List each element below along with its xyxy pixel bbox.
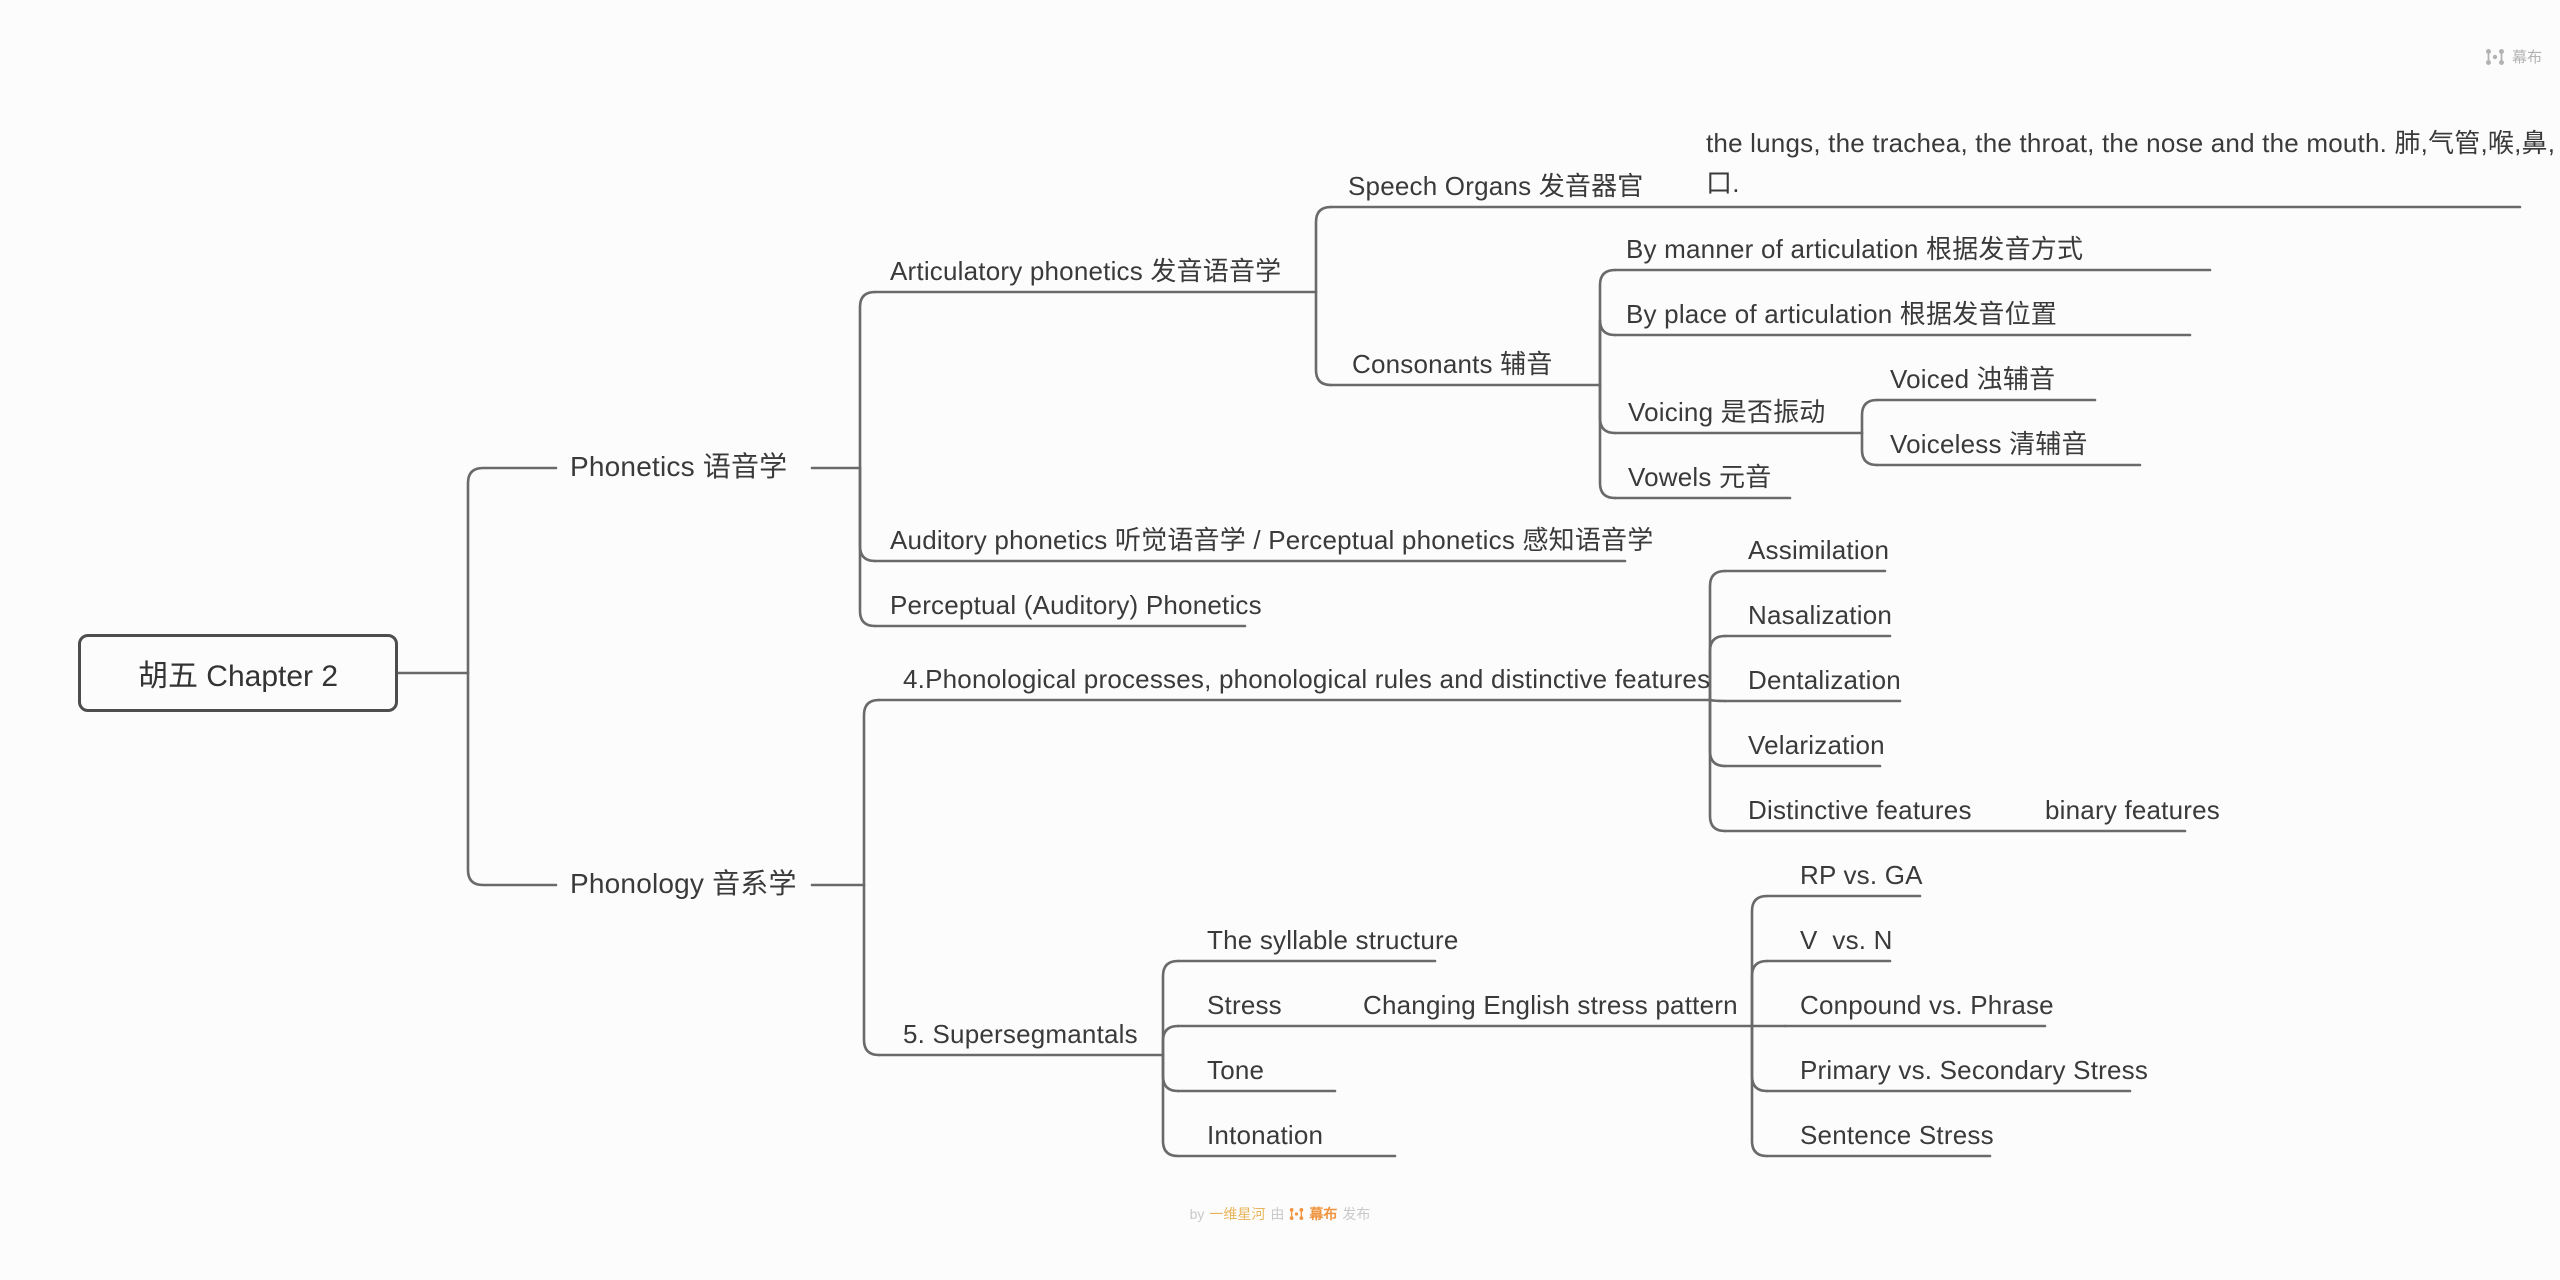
node-assimilation[interactable]: Assimilation (1748, 535, 1890, 565)
watermark-prefix: by (1189, 1206, 1205, 1222)
node-stress[interactable]: Stress (1207, 990, 1282, 1020)
node-by-place[interactable]: By place of articulation 根据发音位置 (1626, 299, 2058, 329)
node-speech-organs-detail[interactable]: the lungs, the trachea, the throat, the … (1706, 128, 2556, 198)
mubu-brand[interactable]: 幕布 (2485, 46, 2542, 67)
node-intonation[interactable]: Intonation (1207, 1120, 1324, 1150)
node-syllable-structure[interactable]: The syllable structure (1207, 925, 1459, 955)
watermark-brand[interactable]: 幕布 (1309, 1206, 1338, 1222)
mubu-logo-icon (2485, 48, 2504, 65)
node-speech-organs[interactable]: Speech Organs 发音器官 (1348, 171, 1644, 201)
node-compound-vs-phrase[interactable]: Conpound vs. Phrase (1800, 990, 2054, 1020)
node-perceptual-phonetics[interactable]: Perceptual (Auditory) Phonetics (890, 590, 1262, 620)
node-binary-features[interactable]: binary features (2045, 795, 2220, 825)
node-phonetics[interactable]: Phonetics 语音学 (570, 451, 788, 482)
node-articulatory-phonetics[interactable]: Articulatory phonetics 发音语音学 (890, 256, 1282, 286)
node-distinctive-features[interactable]: Distinctive features (1748, 795, 1972, 825)
publish-watermark[interactable]: by 一维星河 由 幕布 发布 (0, 1204, 2560, 1224)
node-primary-vs-secondary[interactable]: Primary vs. Secondary Stress (1800, 1055, 2149, 1085)
node-vowels[interactable]: Vowels 元音 (1628, 462, 1772, 492)
node-tone[interactable]: Tone (1207, 1055, 1265, 1085)
node-phonology[interactable]: Phonology 音系学 (570, 868, 797, 899)
node-nasalization[interactable]: Nasalization (1748, 600, 1893, 630)
node-voiceless[interactable]: Voiceless 清辅音 (1890, 429, 2088, 459)
node-changing-stress-pattern[interactable]: Changing English stress pattern (1363, 990, 1738, 1020)
brand-label: 幕布 (2511, 49, 2542, 66)
node-voiced[interactable]: Voiced 浊辅音 (1890, 364, 2056, 394)
node-phonological-processes[interactable]: 4.Phonological processes, phonological r… (903, 664, 1711, 694)
node-auditory-phonetics[interactable]: Auditory phonetics 听觉语音学 / Perceptual ph… (890, 525, 1654, 555)
node-dentalization[interactable]: Dentalization (1748, 665, 1901, 695)
node-supersegmentals[interactable]: 5. Supersegmantals (903, 1019, 1138, 1049)
node-consonants[interactable]: Consonants 辅音 (1352, 349, 1553, 379)
node-sentence-stress[interactable]: Sentence Stress (1800, 1120, 1994, 1150)
watermark-action: 发布 (1342, 1206, 1371, 1222)
node-voicing[interactable]: Voicing 是否振动 (1628, 397, 1826, 427)
node-rp-vs-ga[interactable]: RP vs. GA (1800, 860, 1923, 890)
node-by-manner[interactable]: By manner of articulation 根据发音方式 (1626, 234, 2084, 264)
node-velarization[interactable]: Velarization (1748, 730, 1885, 760)
node-root[interactable]: 胡五 Chapter 2 (78, 634, 398, 712)
watermark-author[interactable]: 一维星河 (1209, 1206, 1266, 1222)
mubu-logo-icon-small (1290, 1208, 1304, 1220)
watermark-via: 由 (1270, 1206, 1285, 1222)
node-v-vs-n[interactable]: V vs. N (1800, 925, 1893, 955)
